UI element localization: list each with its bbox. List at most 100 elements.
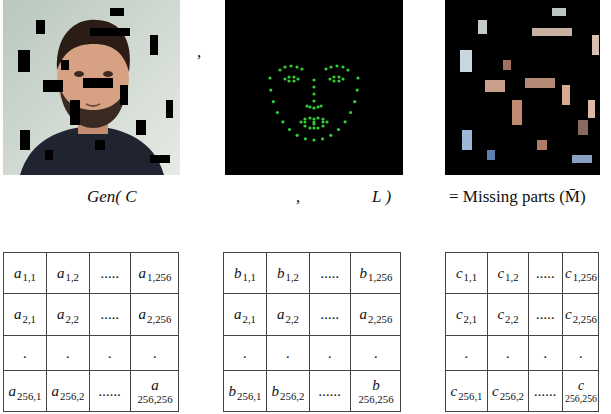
- cell-content: c1,256: [565, 266, 597, 281]
- cell-content: c256,2: [492, 384, 524, 399]
- matrix-entry: .: [579, 345, 583, 361]
- entry-index: 256,1: [458, 390, 482, 402]
- matrix-cell: .: [563, 336, 599, 370]
- entry-index: 1,2: [286, 271, 300, 283]
- matrix-cell: a256,256: [131, 371, 179, 412]
- matrix-cell: .: [47, 336, 89, 370]
- matrix-entry: .....: [321, 306, 340, 322]
- cell-content: .....: [101, 307, 120, 322]
- matrix-cell: .: [90, 336, 130, 370]
- matrix-entry: ......: [99, 383, 122, 399]
- entry-index: 1,256: [147, 271, 171, 283]
- matrix-entry: a: [151, 378, 159, 393]
- matrix-cell: .: [446, 336, 487, 370]
- matrix-cell: a1,2: [47, 253, 89, 293]
- matrix-cell: a256,1: [4, 371, 46, 412]
- entry-index: 2,256: [147, 313, 171, 325]
- matrix-entry: a: [234, 306, 242, 322]
- cell-content: c2,2: [497, 307, 518, 322]
- matrix-cell: b1,1: [224, 253, 266, 293]
- matrix-cell: .: [529, 336, 562, 370]
- matrix-entry: a: [139, 306, 147, 322]
- matrix-cell: a2,2: [47, 294, 89, 335]
- matrix-entry: .: [108, 345, 112, 361]
- matrix-cell: .....: [310, 294, 350, 335]
- cell-content: c2,1: [456, 307, 477, 322]
- matrix-entry: b: [277, 265, 285, 281]
- entry-index: 256,256: [137, 394, 172, 405]
- entry-index: 2,256: [368, 313, 392, 325]
- matrix-cell: a256,2: [47, 371, 89, 412]
- cell-content: a2,2: [57, 307, 79, 322]
- matrix-cell: a2,1: [4, 294, 46, 335]
- separator-comma: ,: [197, 43, 201, 62]
- entry-index: 256,2: [500, 390, 524, 402]
- matrix-cell: ......: [529, 371, 562, 412]
- entry-index: 256,256: [358, 394, 393, 405]
- cell-content: b256,1: [229, 384, 262, 399]
- matrix-cell: c1,2: [488, 253, 528, 293]
- matrix-cell: .....: [90, 253, 130, 293]
- cell-content: .....: [536, 266, 555, 281]
- entry-index: 2,1: [243, 313, 257, 325]
- matrix-entry: .: [66, 345, 70, 361]
- matrix-entry: c: [451, 383, 458, 399]
- generator-label: Gen( C: [87, 188, 137, 207]
- entry-index: 2,2: [66, 313, 80, 325]
- matrix-cell: .: [488, 336, 528, 370]
- output-label: = Missing parts (M̄): [449, 188, 586, 207]
- matrix-cell: b256,2: [267, 371, 309, 412]
- matrix-entry: .....: [101, 265, 120, 281]
- cell-content: a1,1: [14, 266, 36, 281]
- matrix-entry: .: [465, 345, 469, 361]
- cell-content: a1,2: [57, 266, 79, 281]
- cell-content: ......: [534, 384, 557, 399]
- matrix-entry: .: [506, 345, 510, 361]
- matrix-entry: .: [544, 345, 548, 361]
- matrix-cell: ......: [90, 371, 130, 412]
- cell-content: ......: [99, 384, 122, 399]
- cell-content: a2,1: [14, 307, 36, 322]
- cell-content: c1,1: [456, 266, 477, 281]
- cell-content: .....: [536, 307, 555, 322]
- matrix-cell: a2,2: [267, 294, 309, 335]
- matrix-entry: .: [286, 345, 290, 361]
- matrix-cell: b256,1: [224, 371, 266, 412]
- cell-content: b1,256: [360, 266, 393, 281]
- cell-content: a2,256: [139, 307, 172, 322]
- matrix-cell: c256,256: [563, 371, 599, 412]
- missing-parts-image: [445, 0, 600, 175]
- cell-content: ......: [319, 384, 342, 399]
- matrix-cell: a1,256: [131, 253, 179, 293]
- cell-content: a2,1: [234, 307, 256, 322]
- masked-face-photo: [3, 0, 180, 175]
- cell-content: b256,2: [272, 384, 305, 399]
- cell-content: b256,256: [358, 378, 393, 405]
- cell-content: .: [544, 346, 548, 361]
- cell-content: a2,256: [360, 307, 393, 322]
- cell-content: b1,2: [277, 266, 299, 281]
- matrix-entry: .: [243, 345, 247, 361]
- matrix-cell: c256,1: [446, 371, 487, 412]
- matrix-entry: a: [139, 265, 147, 281]
- matrix-cell: a1,1: [4, 253, 46, 293]
- matrix-cell: b1,256: [351, 253, 401, 293]
- matrix-entry: c: [497, 265, 504, 281]
- separator-comma: ,: [296, 188, 300, 207]
- cell-content: .: [153, 346, 157, 361]
- matrix-grid: [4, 253, 599, 412]
- matrix-entry: .....: [101, 306, 120, 322]
- matrix-entry: a: [57, 306, 65, 322]
- matrix-cell: c256,2: [488, 371, 528, 412]
- matrix-entry: a: [52, 383, 60, 399]
- matrix-cell: .: [224, 336, 266, 370]
- matrix-cell: b256,256: [351, 371, 401, 412]
- matrix-cell: c1,256: [563, 253, 599, 293]
- cell-content: c256,256: [565, 379, 597, 404]
- cell-content: .: [328, 346, 332, 361]
- matrix-entry: b: [234, 265, 242, 281]
- matrix-cell: a2,256: [131, 294, 179, 335]
- matrix-entry: c: [578, 379, 584, 393]
- cell-content: .: [23, 346, 27, 361]
